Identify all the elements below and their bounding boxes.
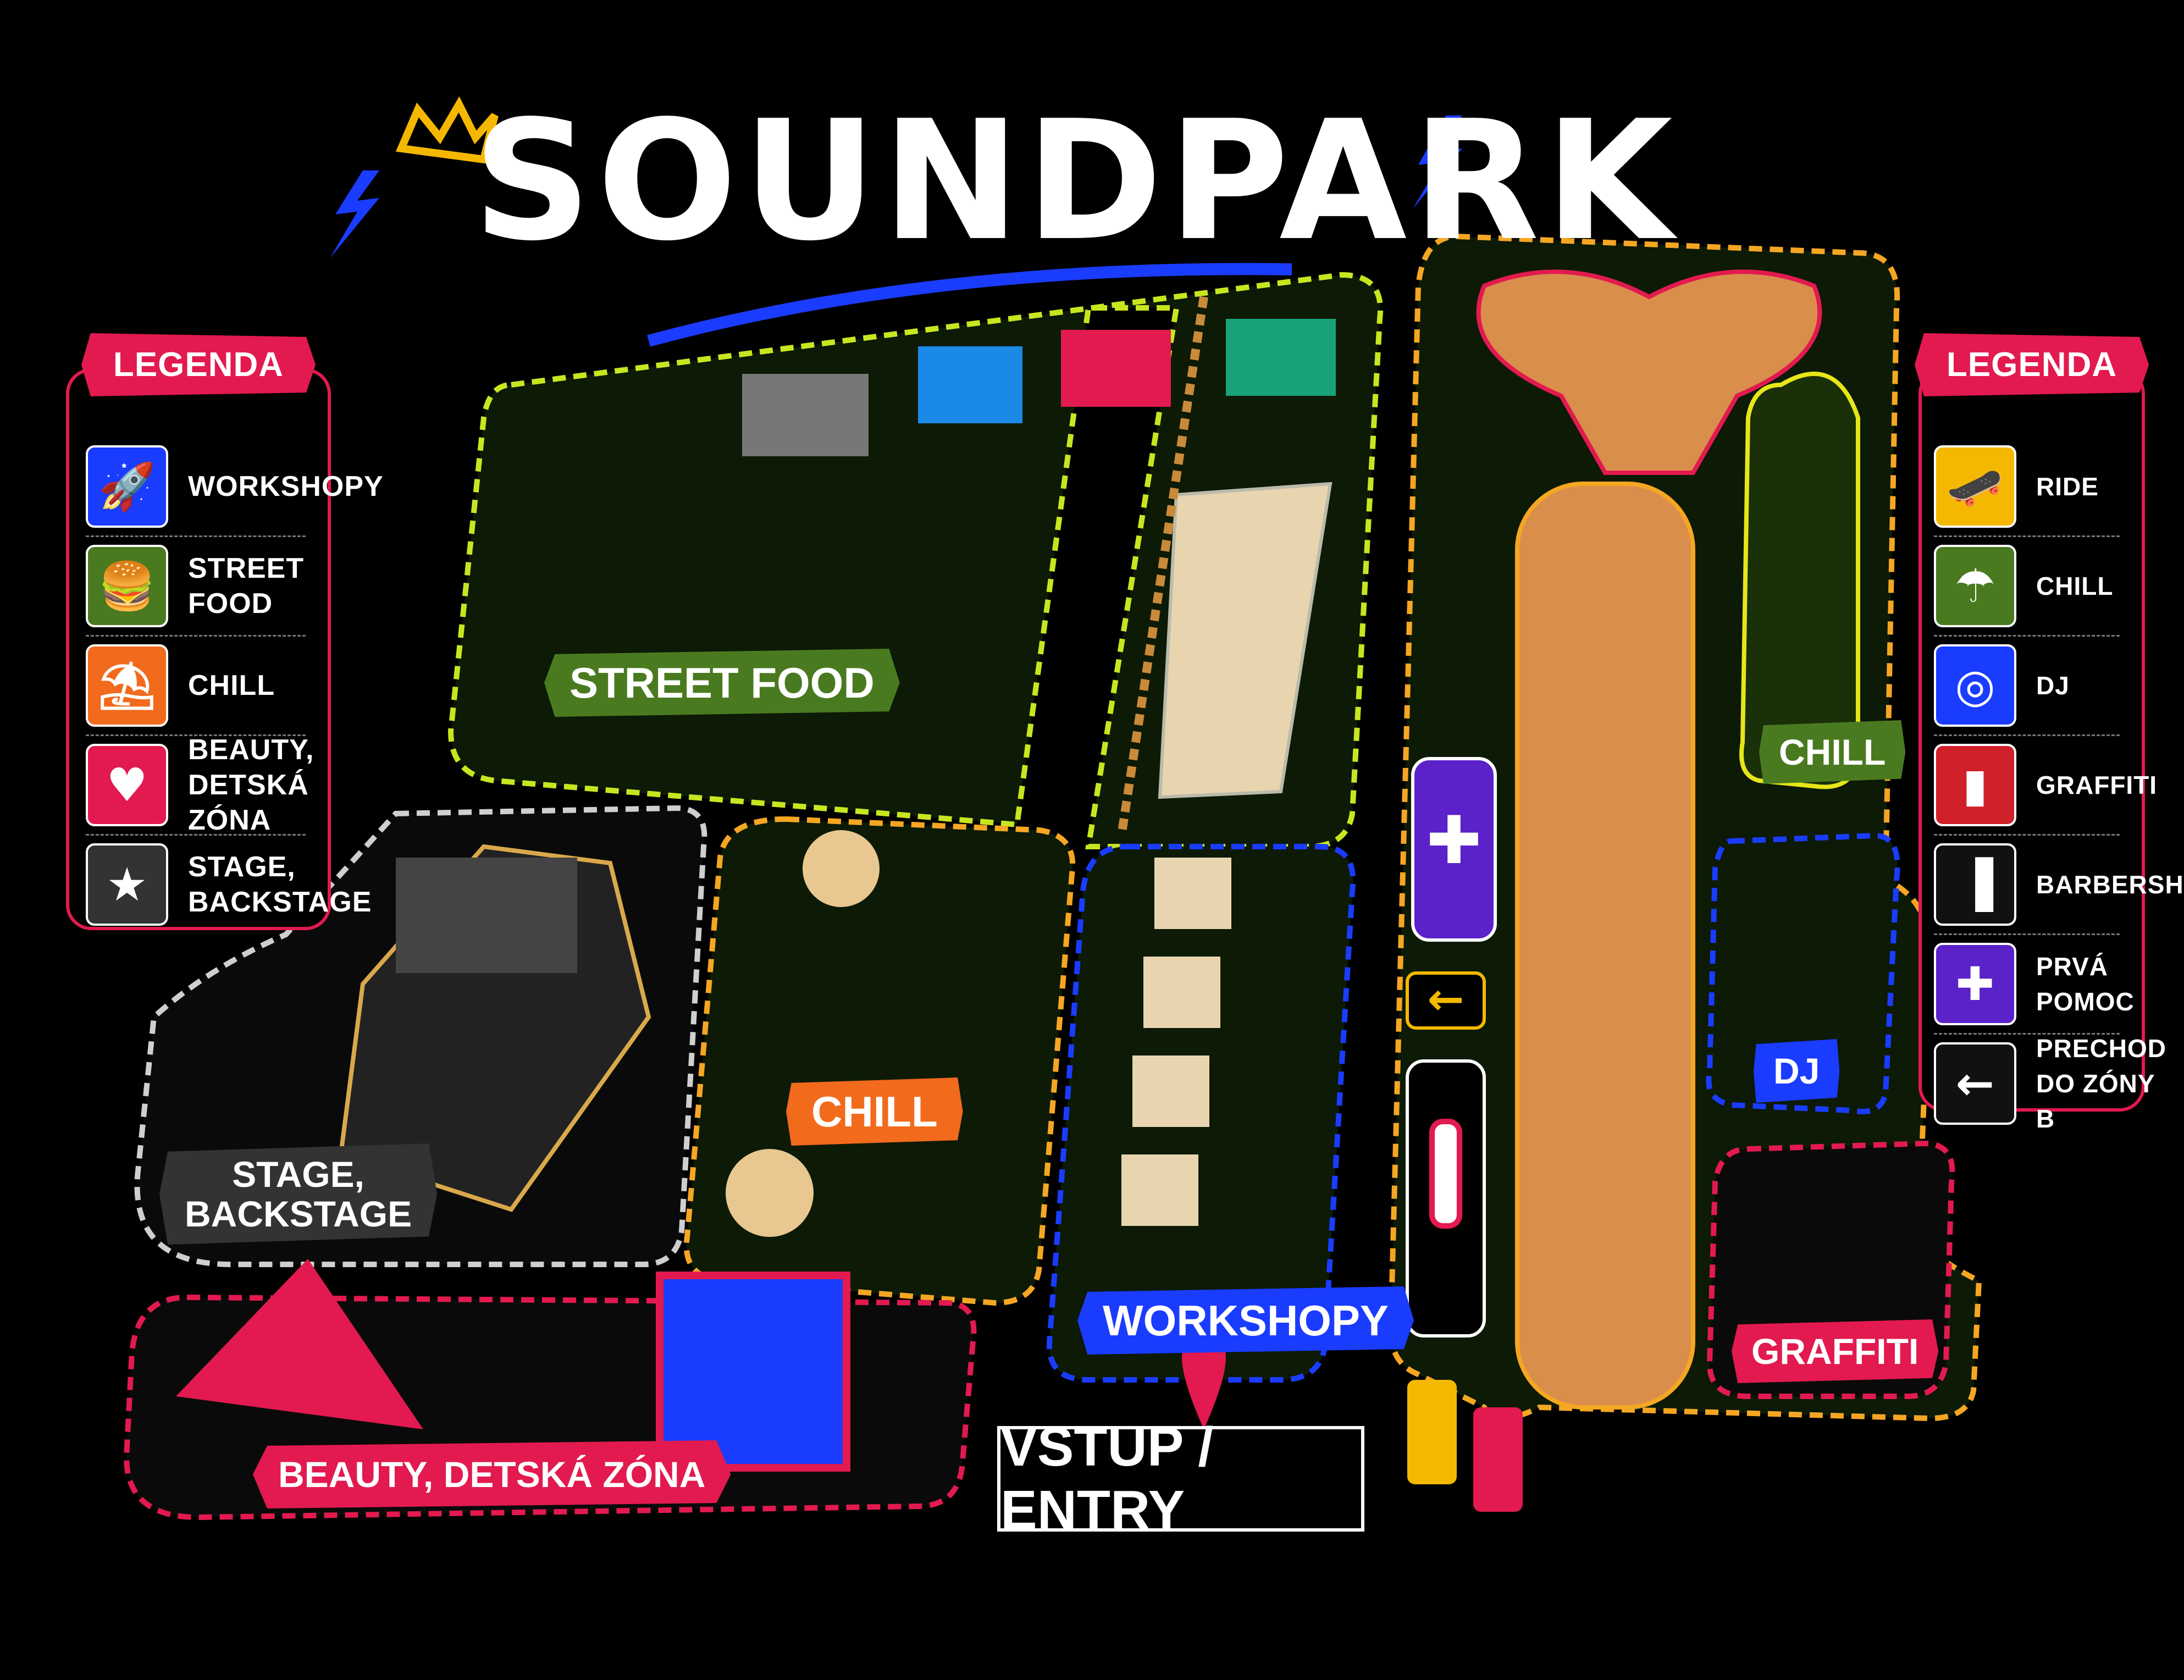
skate-bowl xyxy=(1476,269,1822,475)
rocket-icon: 🚀 xyxy=(86,445,168,528)
arrow-left-icon: ← xyxy=(1934,1042,2016,1125)
burger-icon: 🍔 xyxy=(86,545,168,627)
legend-right: LEGENDA 🛹 RIDE ☂ CHILL ◎ DJ ▮ GRAFFITI ▐ BARBERSH… xyxy=(1914,333,2184,1133)
legend-label: GRAFFITI xyxy=(2036,771,2158,799)
zone-label-chill: CHILL xyxy=(786,1077,963,1146)
legend-label: PRVÁ POMOC xyxy=(2036,952,2135,1016)
legend-label: STREET FOOD xyxy=(188,552,305,620)
tent xyxy=(1158,482,1332,799)
lightning-left-icon xyxy=(330,170,379,258)
legend-item: ♥BEAUTY, DETSKÁ ZÓNA xyxy=(86,734,313,836)
workshop-tent xyxy=(1121,1154,1198,1226)
skatepark-zone: ✚ ← xyxy=(1387,233,1982,1422)
legend-item: ▐ BARBERSHOP xyxy=(1934,836,2184,935)
turntable-icon: ◎ xyxy=(1934,644,2016,727)
path-divider xyxy=(1117,296,1208,837)
carousel xyxy=(176,1259,423,1429)
workshop-zone xyxy=(1046,844,1356,1383)
bouncy-castle xyxy=(656,1272,850,1472)
arrow-left-icon: ← xyxy=(1427,974,1464,1025)
legend-left: LEGENDA 🚀 WORKSHOPY 🍔 STREET FOOD ⛱ CHILL ♥BEA… xyxy=(66,333,383,933)
first-aid-icon: ✚ xyxy=(1934,943,2016,1025)
legend-title: LEGENDA xyxy=(81,333,316,396)
barber-pole-icon xyxy=(1429,1119,1462,1229)
legend-item: 🍔 STREET FOOD xyxy=(86,537,306,637)
legend-title: LEGENDA xyxy=(1914,333,2149,396)
zone-label-graffiti: GRAFFITI xyxy=(1732,1319,1939,1383)
legend-label: BEAUTY, DETSKÁ ZÓNA xyxy=(188,734,314,836)
food-truck xyxy=(742,374,869,456)
workshop-tent xyxy=(1154,858,1231,929)
lounger-icon: ⛱ xyxy=(86,644,168,727)
legend-item: 🛹 RIDE xyxy=(1934,438,2120,537)
title-underline xyxy=(647,263,1292,347)
first-aid-pod xyxy=(1411,757,1497,942)
zone-label-dj: DJ xyxy=(1754,1039,1840,1103)
skate-plaza xyxy=(1515,482,1695,1410)
workshop-tent xyxy=(1132,1055,1209,1127)
dj-zone xyxy=(1706,832,1900,1114)
zone-label-chill-right: CHILL xyxy=(1759,720,1906,784)
zone-label-beauty: BEAUTY, DETSKÁ ZÓNA xyxy=(253,1440,731,1508)
zone-label-workshopy: WORKSHOPY xyxy=(1077,1286,1414,1355)
legend-label: CHILL xyxy=(2036,572,2114,600)
entry-sign: VSTUP / ENTRY xyxy=(997,1416,1364,1541)
food-truck xyxy=(1226,319,1336,396)
legend-item: ✚ PRVÁ POMOC xyxy=(1934,935,2134,1035)
umbrella xyxy=(726,1149,814,1237)
spray-can-icon xyxy=(1407,1380,1457,1484)
legend-label: STAGE, BACKSTAGE xyxy=(188,851,372,918)
umbrella xyxy=(803,830,880,907)
star-icon: ★ xyxy=(86,843,168,926)
food-truck xyxy=(1061,330,1171,407)
legend-label: WORKSHOPY xyxy=(188,471,384,502)
legend-label: RIDE xyxy=(2036,472,2099,501)
chill-zone xyxy=(683,816,1076,1306)
legend-item: ★ STAGE, BACKSTAGE xyxy=(86,836,371,933)
legend-label: PRECHOD DO ZÓNY B xyxy=(2036,1034,2167,1133)
zone-b-exit xyxy=(1406,971,1486,1030)
street-food-zone xyxy=(447,272,1384,849)
entry-decor xyxy=(1182,1330,1523,1512)
legend-label: DJ xyxy=(2036,671,2070,700)
chill-right-zone xyxy=(1739,372,1860,789)
location-pin-icon xyxy=(1182,1330,1226,1429)
legend-label: CHILL xyxy=(188,670,275,701)
barber-pole-icon: ▐ xyxy=(1934,843,2016,926)
first-aid-icon: ✚ xyxy=(1426,803,1482,879)
legend-label: BARBERSHOP xyxy=(2036,870,2184,899)
legend-item: ◎ DJ xyxy=(1934,637,2120,736)
legend-item: ←PRECHOD DO ZÓNY B xyxy=(1934,1034,2166,1133)
crown-icon xyxy=(395,96,499,164)
food-truck xyxy=(918,346,1022,423)
spray-can-icon xyxy=(1473,1407,1523,1512)
zone-label-stage: STAGE, BACKSTAGE xyxy=(159,1143,438,1245)
legend-item: ⛱ CHILL xyxy=(86,637,306,736)
page-title: SOUNDPARK xyxy=(473,85,1678,277)
spray-can-icon: ▮ xyxy=(1934,744,2016,826)
legend-item: ▮ GRAFFITI xyxy=(1934,736,2157,836)
skateboard-icon: 🛹 xyxy=(1934,445,2016,528)
legend-item: 🚀 WORKSHOPY xyxy=(86,438,383,537)
title-decorations xyxy=(330,96,1462,347)
umbrella-icon: ☂ xyxy=(1934,545,2016,627)
zone-label-street-food: STREET FOOD xyxy=(544,649,900,717)
heart-icon: ♥ xyxy=(86,744,168,826)
workshop-tent xyxy=(1143,957,1220,1028)
legend-item: ☂ CHILL xyxy=(1934,537,2120,637)
lightning-right-icon xyxy=(1413,115,1462,209)
